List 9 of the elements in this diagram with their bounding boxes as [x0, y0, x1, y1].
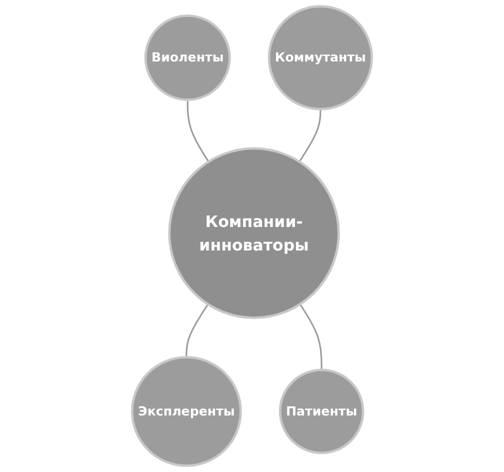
node-circle: Патиенты	[278, 368, 364, 454]
node-circle: Компании-инноваторы	[168, 147, 340, 319]
node-circle: Эксплеренты	[131, 356, 242, 467]
connector	[186, 304, 209, 358]
connector	[299, 304, 322, 370]
node-circle: Виоленты	[144, 14, 231, 101]
node-circle: Коммутанты	[268, 5, 373, 110]
connector	[186, 100, 210, 162]
connector	[298, 109, 322, 162]
